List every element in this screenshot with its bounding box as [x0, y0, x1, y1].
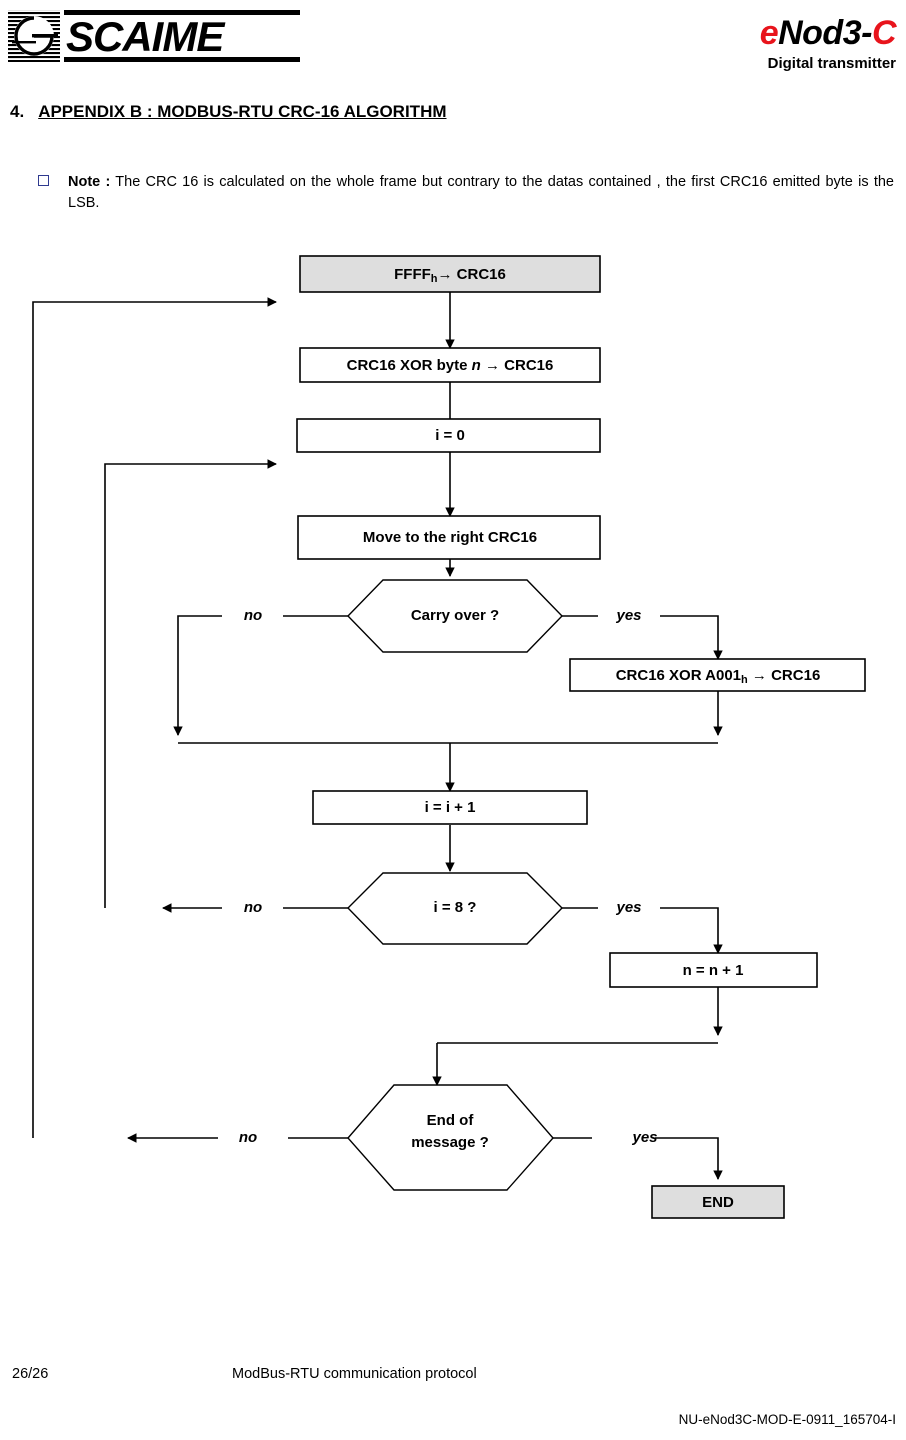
- bullet-square-icon: [38, 175, 49, 186]
- branch-label-eom-yes: yes: [631, 1129, 657, 1146]
- branch-label-ieight-no: no: [244, 899, 262, 916]
- scaime-logo: SCAIME: [8, 8, 300, 64]
- node-xor-byte: [299, 347, 601, 383]
- branch-label-carry-yes: yes: [615, 607, 641, 624]
- node-xor-byte-label: CRC16 XOR byte n → CRC16: [347, 357, 554, 374]
- node-shift-right: [297, 515, 601, 560]
- node-i-increment: [312, 790, 588, 825]
- section-number: 4.: [10, 102, 25, 121]
- node-i-init-label: i = 0: [435, 427, 465, 444]
- node-end-of-message-line1: End of: [427, 1112, 475, 1129]
- svg-text:SCAIME: SCAIME: [66, 13, 226, 60]
- product-branding: eNod3-C Digital transmitter: [759, 14, 897, 74]
- connector-inner-loop-return: [104, 459, 277, 908]
- crc16-algorithm-flowchart: FFFFh→ CRC16 CRC16 XOR byte n → CRC16 i …: [0, 235, 906, 1245]
- node-end-of-message-decision: [347, 1084, 554, 1191]
- node-i-init: [296, 418, 601, 453]
- node-n-increment-label: n = n + 1: [683, 962, 744, 979]
- section-title: APPENDIX B : MODBUS-RTU CRC-16 ALGORITHM: [38, 102, 447, 121]
- node-i-equals-eight-label: i = 8 ?: [434, 899, 477, 916]
- node-start: [299, 255, 601, 293]
- product-name-middle: Nod3-: [778, 14, 872, 52]
- connector-carry-yes: [660, 615, 723, 660]
- flowchart-canvas: FFFFh→ CRC16 CRC16 XOR byte n → CRC16 i …: [32, 255, 866, 1219]
- product-name: eNod3-C: [759, 14, 897, 52]
- node-shift-right-label: Move to the right CRC16: [363, 529, 537, 546]
- connector-carry-no: [173, 615, 222, 736]
- connector-ieight-yes: [660, 907, 723, 954]
- node-xor-a001-label: CRC16 XOR A001h → CRC16: [616, 667, 821, 686]
- note-body: The CRC 16 is calculated on the whole fr…: [68, 174, 894, 211]
- footer-page-number: 26/26: [12, 1366, 49, 1382]
- note-text: Note : The CRC 16 is calculated on the w…: [68, 172, 894, 214]
- footer-document-title: ModBus-RTU communication protocol: [232, 1366, 477, 1382]
- page-header: SCAIME eNod3-C Digital transmitter: [0, 0, 906, 95]
- branch-label-eom-no: no: [239, 1129, 257, 1146]
- node-end: [651, 1185, 785, 1219]
- note-label: Note :: [68, 174, 111, 190]
- branch-label-ieight-yes: yes: [615, 899, 641, 916]
- note-block: Note : The CRC 16 is calculated on the w…: [38, 172, 894, 214]
- connector-eom-yes: [655, 1137, 723, 1180]
- product-name-prefix: e: [759, 14, 779, 52]
- footer-reference: NU-eNod3C-MOD-E-0911_165704-I: [678, 1412, 896, 1427]
- page-title: 4. APPENDIX B : MODBUS-RTU CRC-16 ALGORIT…: [10, 101, 447, 123]
- node-end-of-message-line2: message ?: [411, 1134, 489, 1151]
- node-start-label: FFFFh→ CRC16: [394, 266, 506, 285]
- node-n-increment: [609, 952, 818, 988]
- node-end-label: END: [702, 1194, 734, 1211]
- node-xor-a001: [569, 658, 866, 692]
- scaime-logo-mark: [8, 10, 60, 62]
- connector-outer-loop-return: [32, 297, 277, 1138]
- product-subtitle: Digital transmitter: [767, 55, 896, 72]
- node-carry-over-decision: [347, 579, 563, 653]
- node-i-increment-label: i = i + 1: [425, 799, 476, 816]
- product-name-suffix: C: [871, 14, 897, 52]
- node-i-equals-eight-decision: [347, 872, 563, 945]
- page-footer: 26/26 ModBus-RTU communication protocol …: [0, 1366, 906, 1440]
- branch-label-carry-no: no: [244, 607, 262, 624]
- scaime-logo-wordmark: SCAIME: [64, 10, 300, 62]
- node-carry-over-label: Carry over ?: [411, 607, 499, 624]
